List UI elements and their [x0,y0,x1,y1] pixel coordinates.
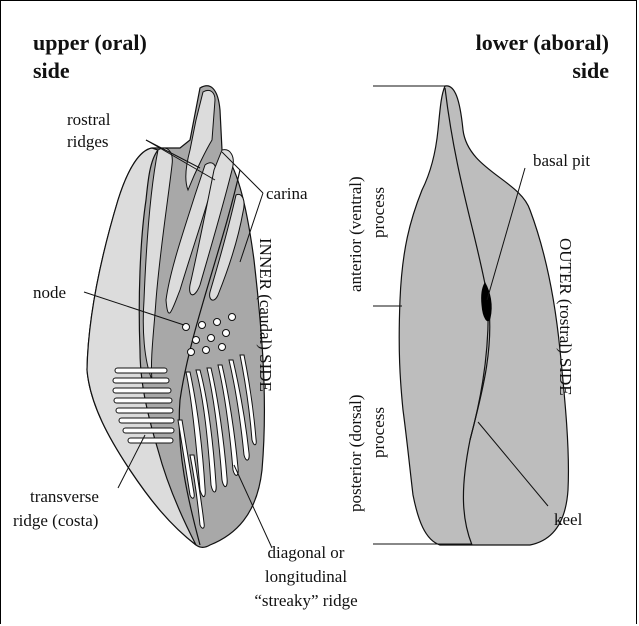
node [229,314,236,321]
upper-heading-line2: side [33,58,70,83]
costa [116,408,173,413]
node [203,347,210,354]
rostral-label-1: rostral [67,110,111,129]
inner-side-label: INNER (caudal) SIDE [256,238,275,392]
node [188,349,195,356]
keel-label: keel [554,510,583,529]
rostral-label-2: ridges [67,132,109,151]
diagonal-label-2: longitudinal [265,567,347,586]
basal-pit-label: basal pit [533,151,590,170]
lower-heading-line2: side [572,58,609,83]
outer-side-label: OUTER (rostral) SIDE [556,238,575,396]
node [223,330,230,337]
anterior-label-2: process [369,187,388,238]
posterior-label-1: posterior (dorsal) [346,394,365,512]
costa [123,428,174,433]
lower-heading-line1: lower (aboral) [476,30,609,55]
diagonal-label-3: “streaky” ridge [254,591,357,610]
node-label: node [33,283,66,302]
node [208,335,215,342]
node [199,322,206,329]
costa [113,388,171,393]
posterior-label-2: process [369,407,388,458]
costa [119,418,174,423]
transverse-label-1: transverse [30,487,99,506]
upper-heading-line1: upper (oral) [33,30,147,55]
node [193,337,200,344]
node [219,344,226,351]
transverse-label-2: ridge (costa) [13,511,98,530]
diagonal-label-1: diagonal or [268,543,345,562]
node [214,319,221,326]
costa [115,368,167,373]
carina-label: carina [266,184,308,203]
costa [128,438,173,443]
costa [113,378,169,383]
anterior-label-1: anterior (ventral) [346,176,365,292]
costa [114,398,172,403]
